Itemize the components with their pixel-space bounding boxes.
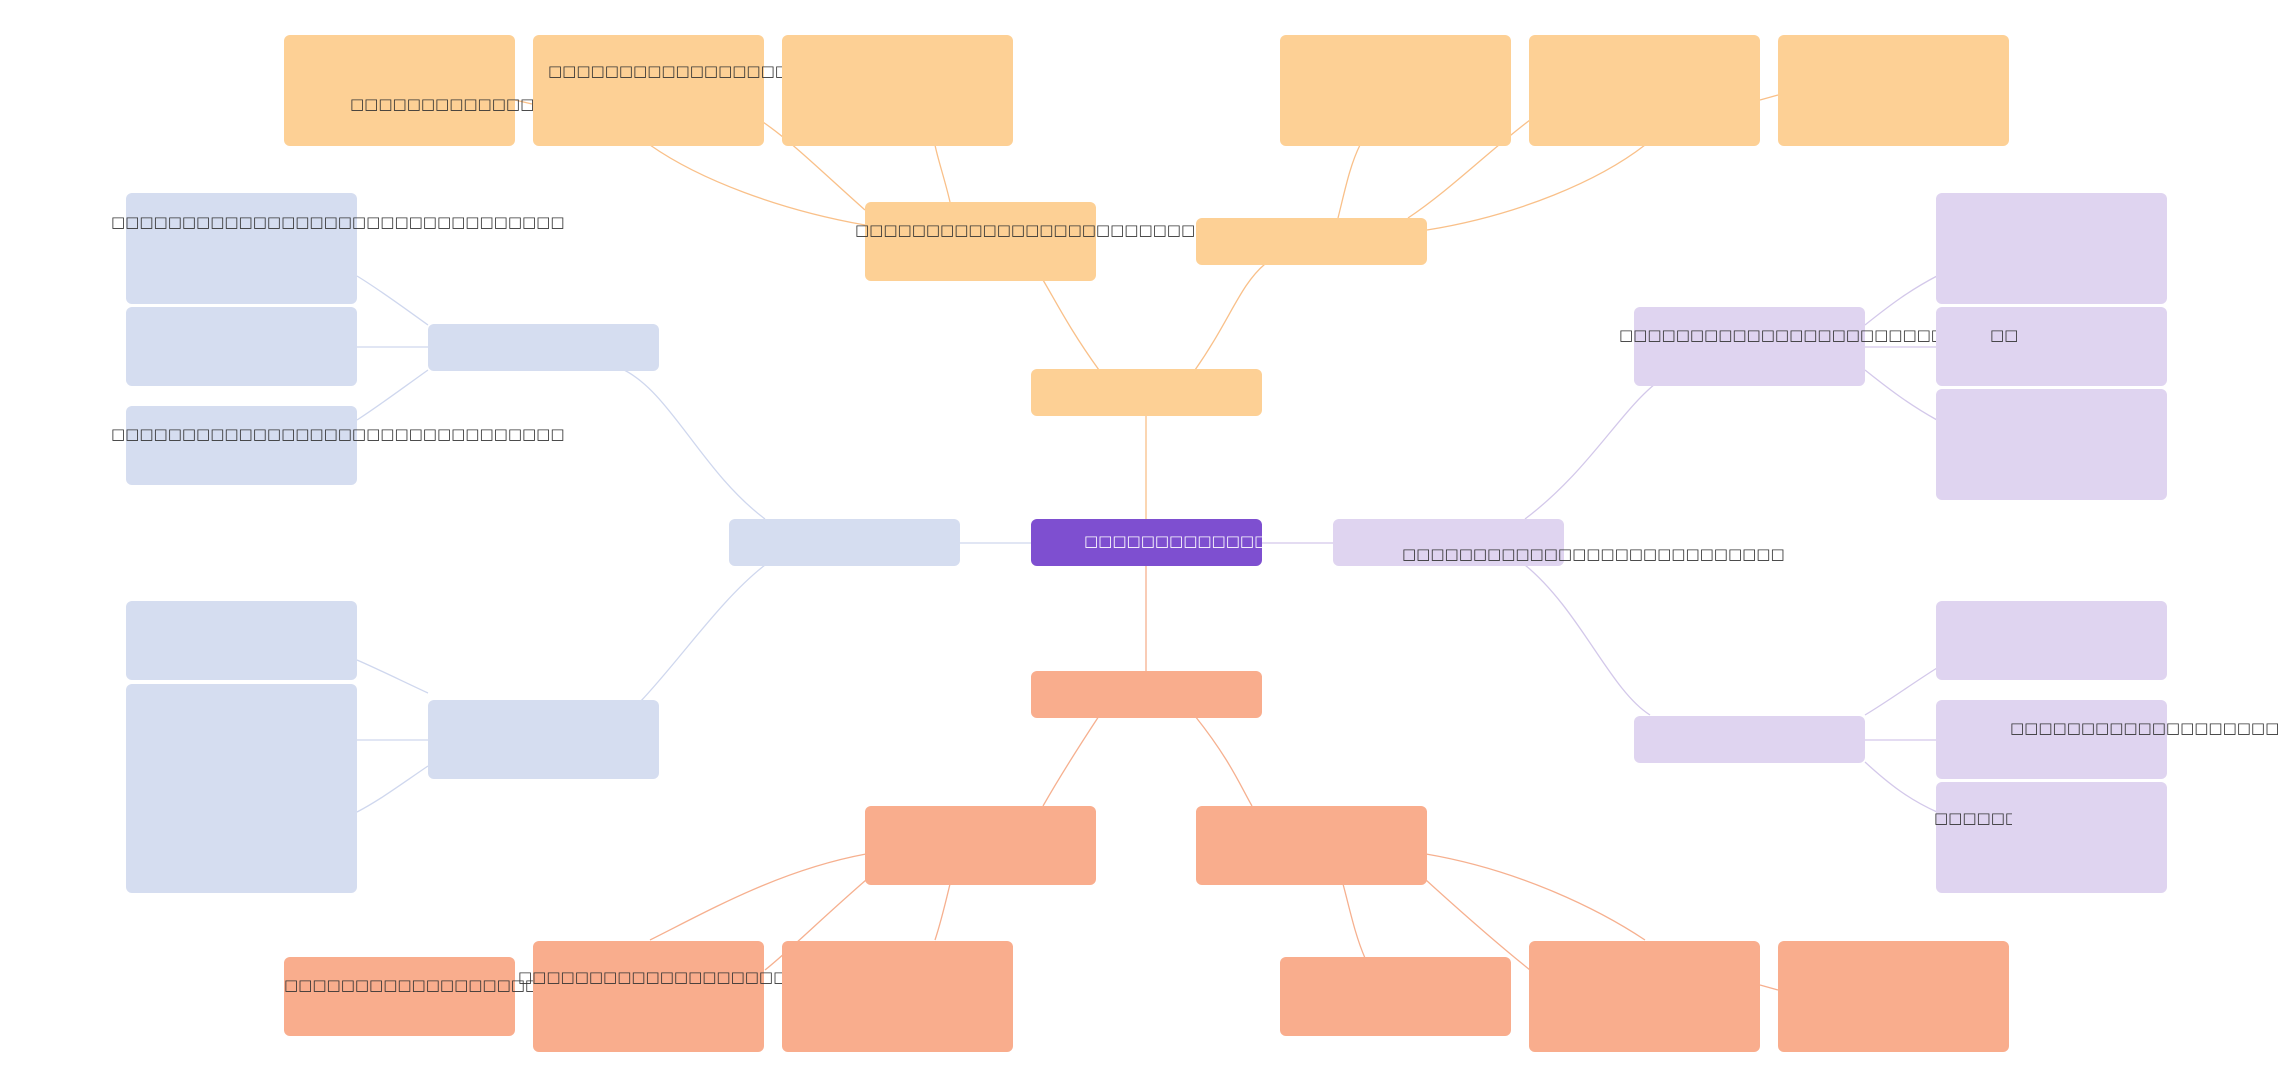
left-leaf-u3-node[interactable]: [126, 406, 357, 485]
connector-right-l-leaf3: [1864, 761, 1938, 813]
top-main-node[interactable]: [1031, 369, 1262, 416]
connector-left-u-leaf1: [356, 275, 429, 326]
connector-bottom-b-leaf2: [1425, 879, 1531, 971]
left-lower-child-node[interactable]: [428, 700, 659, 779]
left-main-node[interactable]: [729, 519, 960, 566]
connector-top-right-child: [1194, 263, 1266, 371]
bottom-main-node[interactable]: [1031, 671, 1262, 718]
right-leaf-l3-label: □□□□□□□□□: [1934, 809, 2012, 827]
right-leaf-l2-node[interactable]: [1936, 700, 2167, 779]
connector-top-b-leaf2: [1407, 119, 1531, 219]
connector-bottom-b-leaf3: [1425, 853, 1646, 941]
top-child-a-node[interactable]: [865, 202, 1096, 281]
connector-right-u-leaf3: [1864, 369, 1938, 421]
connector-bottom-b-leaf4: [1759, 984, 1779, 991]
bottom-leaf-b1-node[interactable]: [1280, 957, 1511, 1036]
connector-bottom-a-leaf1: [649, 853, 867, 941]
right-leaf-u1-node[interactable]: [1936, 193, 2167, 304]
top-leaf-a1-label: □□□□□□□□□□□□□□: [350, 95, 549, 113]
connector-top-a-leaf2: [759, 119, 866, 211]
connector-left-lower-child: [639, 564, 766, 703]
connector-left-u-leaf3: [356, 369, 429, 421]
connector-right-u-leaf1: [1864, 275, 1938, 326]
left-leaf-l1-node[interactable]: [126, 601, 357, 680]
connector-bottom-right-child: [1194, 715, 1253, 807]
connector-right-lower-child: [1524, 564, 1651, 716]
top-leaf-a1-node[interactable]: [284, 35, 515, 146]
left-upper-child-node[interactable]: [428, 324, 659, 371]
bottom-child-b-node[interactable]: [1196, 806, 1427, 885]
connector-top-left-child: [1042, 279, 1100, 371]
top-leaf-a2-node[interactable]: [533, 35, 764, 146]
top-leaf-b1-node[interactable]: [1280, 35, 1511, 146]
right-lower-child-node[interactable]: [1634, 716, 1865, 763]
bottom-leaf-a1-node[interactable]: [284, 957, 515, 1036]
connector-left-upper-child: [619, 367, 766, 520]
connector-left-l-leaf1: [356, 659, 429, 694]
right-leaf-u2-node[interactable]: [1936, 307, 2167, 386]
connector-bottom-a-leaf2: [764, 879, 867, 971]
right-main-node[interactable]: [1333, 519, 1564, 566]
top-leaf-b2-node[interactable]: [1529, 35, 1760, 146]
bottom-leaf-b3-node[interactable]: [1778, 941, 2009, 1052]
right-main-label: □□□□□□□□□□□□□□□□□□□□□□□□□□□: [1402, 545, 1785, 563]
top-leaf-a3-node[interactable]: [782, 35, 1013, 146]
bottom-leaf-a2-node[interactable]: [533, 941, 764, 1052]
right-leaf-l2-label: □□□□□□□□□□□□□□□□□□□□□□□□□□□: [2010, 719, 2280, 737]
right-upper-child-node[interactable]: [1634, 307, 1865, 386]
bottom-child-a-node[interactable]: [865, 806, 1096, 885]
connector-bottom-a-leaf3: [934, 883, 951, 941]
right-leaf-u2-label: □□: [1990, 326, 2019, 344]
connector-top-b-leaf3: [1426, 144, 1646, 231]
top-child-a-label: □□□□□□□□□□□□□□□□□□□□□□□□□□□□□: [855, 221, 1266, 239]
connector-top-b-leaf4: [1759, 94, 1779, 101]
right-leaf-u3-node[interactable]: [1936, 389, 2167, 500]
bottom-leaf-b2-node[interactable]: [1529, 941, 1760, 1052]
connector-top-a-leaf1: [649, 144, 866, 226]
root-node[interactable]: [1031, 519, 1262, 566]
right-leaf-l1-node[interactable]: [1936, 601, 2167, 680]
left-leaf-u1-node[interactable]: [126, 193, 357, 304]
connector-bottom-b-leaf1: [1342, 883, 1366, 959]
connector-left-l-leaf3: [356, 765, 429, 813]
top-leaf-b3-node[interactable]: [1778, 35, 2009, 146]
left-leaf-u3-label: □□□□□□□□□□□□□□□□□□□□□□□□□□□□□□□□: [111, 425, 565, 443]
left-leaf-l2-node[interactable]: [126, 684, 357, 893]
right-leaf-l3-node[interactable]: [1936, 782, 2167, 893]
top-child-b-node[interactable]: [1196, 218, 1427, 265]
left-leaf-u1-label: □□□□□□□□□□□□□□□□□□□□□□□□□□□□□□□□: [111, 213, 565, 231]
root-node-label: □□□□□□□□□□□□□□□□□□□: [1084, 532, 1262, 550]
connector-bottom-left-child: [1042, 715, 1100, 807]
connector-top-a-leaf3: [934, 144, 951, 203]
connector-top-a-leaf0: [514, 99, 533, 105]
left-leaf-u2-node[interactable]: [126, 307, 357, 386]
connector-right-l-leaf1: [1864, 667, 1938, 716]
bottom-leaf-a3-node[interactable]: [782, 941, 1013, 1052]
connector-right-upper-child: [1524, 379, 1661, 520]
connector-top-b-leaf1: [1337, 144, 1361, 219]
